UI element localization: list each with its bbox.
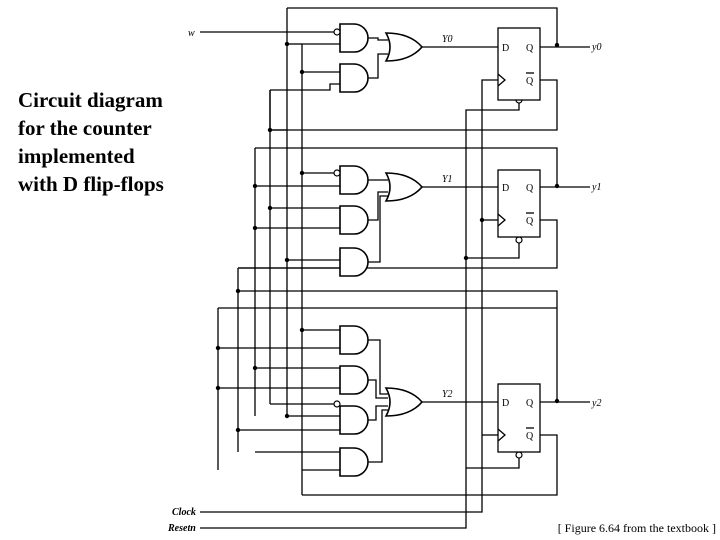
label-y2: y2 (591, 398, 601, 409)
label-y0: y0 (591, 42, 601, 53)
and-gate (339, 165, 369, 195)
or-gate (384, 172, 424, 202)
ff2-d-pin: D (502, 398, 509, 409)
or-gate (384, 32, 424, 62)
caption-line-4: with D flip-flops (18, 172, 164, 196)
caption-line-3: implemented (18, 144, 135, 168)
inversion-bubble (333, 400, 341, 408)
inversion-bubble (333, 28, 341, 36)
label-Y1: Y1 (442, 174, 453, 185)
and-gate (339, 247, 369, 277)
label-y1: y1 (591, 182, 601, 193)
and-gate (339, 23, 369, 53)
wire-clock (200, 79, 498, 513)
label-resetn: Resetn (167, 523, 196, 534)
ff1-q-pin: Q (526, 183, 534, 194)
junctions (215, 41, 560, 433)
signal-labels: w Y0 Y1 Y2 y0 y1 y2 Clock Resetn (167, 28, 601, 534)
ff2-q-pin: Q (526, 398, 534, 409)
inversion-bubbles (333, 28, 523, 459)
caption-line-2: for the counter (18, 116, 152, 140)
or-gates (384, 32, 424, 417)
wiring (200, 7, 590, 529)
ff0-d-pin: D (502, 43, 509, 54)
or-gate (384, 387, 424, 417)
inversion-bubble (333, 169, 341, 177)
caption: Circuit diagram for the counter implemen… (18, 86, 188, 198)
label-input-w: w (188, 28, 195, 39)
caption-line-1: Circuit diagram (18, 88, 163, 112)
and-gate (339, 365, 369, 395)
label-clock: Clock (172, 507, 196, 518)
and-gates (339, 23, 369, 477)
flip-flop-0: D Q Q (497, 27, 541, 101)
ff2-qbar-pin: Q (526, 431, 534, 442)
feedback-bus-c (238, 290, 558, 401)
and-gate (339, 205, 369, 235)
ff0-qbar-pin: Q (526, 76, 534, 87)
ff1-qbar-pin: Q (526, 216, 534, 227)
and-gate (339, 447, 369, 477)
feedback-bus-b (255, 147, 558, 186)
feedback-bus-a (269, 90, 287, 131)
flip-flop-1: D Q Q (497, 169, 541, 238)
inversion-bubble (515, 451, 523, 459)
and-gate (339, 405, 369, 435)
figure-citation: [ Figure 6.64 from the textbook ] (557, 521, 716, 535)
top-feedback-bus (287, 7, 558, 45)
and-gate (339, 325, 369, 355)
and-gate (339, 63, 369, 93)
flip-flop-2: D Q Q (497, 383, 541, 453)
inversion-bubble (515, 236, 523, 244)
wire-resetn (200, 100, 520, 529)
ff1-d-pin: D (502, 183, 509, 194)
ff0-q-pin: Q (526, 43, 534, 54)
label-Y2: Y2 (442, 389, 453, 400)
label-Y0: Y0 (442, 34, 453, 45)
